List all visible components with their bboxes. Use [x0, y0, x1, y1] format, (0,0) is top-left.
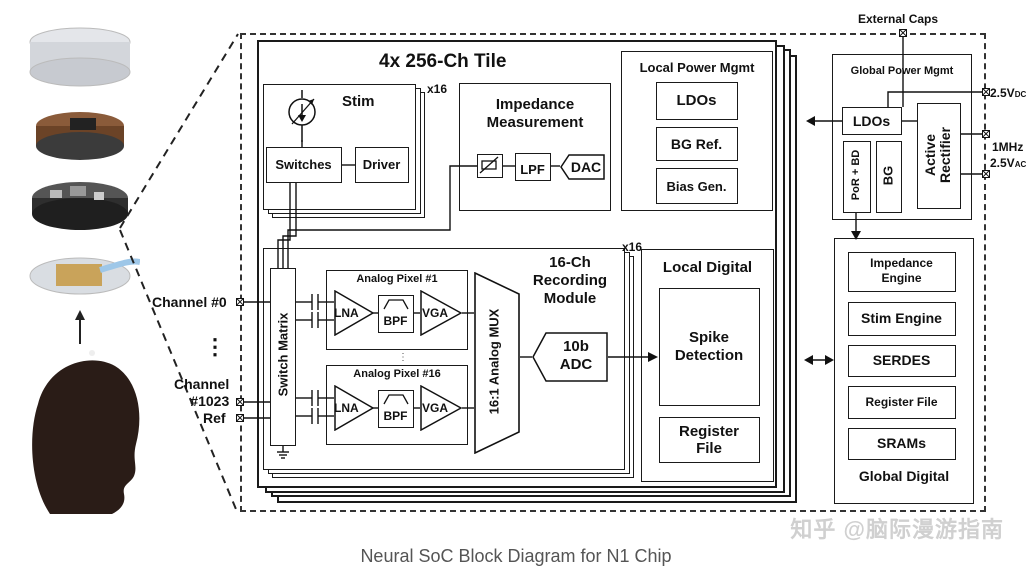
srams-block: SRAMs [848, 428, 956, 460]
global-ldos-label: LDOs [852, 113, 891, 129]
global-register-file-label: Register File [865, 395, 938, 409]
bandpass-icon [383, 299, 409, 310]
local-digital-title: Local Digital [662, 259, 753, 276]
lna-label-1: LNA [334, 306, 359, 320]
local-power-mgmt-title: Local Power Mgmt [639, 60, 755, 75]
spike-detection-label: Spike Detection [674, 329, 744, 364]
stim-title: Stim [342, 93, 375, 110]
stim-engine-label: Stim Engine [861, 310, 942, 326]
vac-value: 2.5V [990, 156, 1015, 170]
channel-1023-port [236, 398, 244, 406]
vdc-port [982, 88, 990, 96]
chip-boundary [240, 33, 986, 512]
vga-label-16: VGA [422, 401, 449, 415]
local-register-file-block: Register File [659, 417, 760, 463]
channel-dots: ⋮ [204, 334, 226, 359]
bpf-label-1: BPF [383, 314, 408, 328]
impedance-measurement-box: Impedance Measurement [459, 83, 611, 211]
bandpass-icon [383, 394, 409, 405]
vdc-label: 2.5VDC [990, 86, 1026, 100]
variable-resistor-icon [479, 156, 499, 174]
global-power-mgmt-title: Global Power Mgmt [850, 65, 954, 77]
ref-label: Ref [203, 410, 226, 426]
local-ldos-label: LDOs [676, 92, 717, 109]
switch-matrix-block: Switch Matrix [270, 268, 296, 446]
impedance-measurement-title: Impedance Measurement [486, 96, 584, 131]
stim-engine-block: Stim Engine [848, 302, 956, 336]
ac-port-2 [982, 170, 990, 178]
freq-label: 1MHz [992, 140, 1024, 154]
dac-label: DAC [570, 159, 602, 175]
bpf-label-16: BPF [383, 409, 408, 423]
lna-amplifier-1: LNA [334, 289, 375, 337]
ref-port [236, 414, 244, 422]
bias-gen-block: Bias Gen. [656, 168, 738, 204]
variable-resistor-block [477, 154, 503, 178]
impedance-engine-block: Impedance Engine [848, 252, 956, 292]
channel-1023-label: Channel #1023 [174, 376, 230, 409]
lpf-block: LPF [515, 153, 551, 181]
active-rectifier-block: Active Rectifier [917, 103, 961, 209]
bias-gen-label: Bias Gen. [666, 179, 727, 194]
channel-0-label: Channel #0 [152, 294, 227, 310]
recording-module-title: 16-Ch Recording Module [532, 254, 608, 307]
vga-label-1: VGA [422, 306, 449, 320]
adc-block: 10b ADC [532, 332, 608, 382]
switches-label: Switches [275, 157, 332, 172]
local-register-file-label: Register File [678, 423, 740, 457]
serdes-block: SERDES [848, 345, 956, 377]
bpf-block-1: BPF [378, 295, 414, 333]
analog-pixel-16-title: Analog Pixel #16 [353, 368, 441, 380]
analog-mux-block: 16:1 Analog MUX [474, 271, 520, 455]
implant-stack-illustration [29, 27, 140, 514]
vac-label: 2.5VAC [990, 156, 1026, 170]
bg-ref-block: BG Ref. [656, 127, 738, 161]
channel-0-port [236, 298, 244, 306]
vdc-unit: DC [1014, 90, 1027, 99]
local-ldos-block: LDOs [656, 82, 738, 120]
current-source-icon [288, 90, 316, 142]
driver-block: Driver [355, 147, 409, 183]
spike-detection-block: Spike Detection [659, 288, 760, 406]
external-caps-port [899, 29, 907, 37]
recording-multiplier: x16 [622, 240, 643, 254]
ac-port-1 [982, 130, 990, 138]
lna-amplifier-16: LNA [334, 384, 375, 432]
tile-title: 4x 256-Ch Tile [379, 51, 507, 72]
lna-label-16: LNA [334, 401, 359, 415]
global-ldos-block: LDOs [842, 107, 902, 135]
driver-label: Driver [362, 157, 401, 172]
svg-text:⋮: ⋮ [398, 352, 408, 363]
global-digital-title: Global Digital [858, 468, 950, 484]
vdc-value: 2.5V [990, 86, 1015, 100]
lpf-label: LPF [520, 162, 545, 177]
global-register-file-block: Register File [848, 386, 956, 419]
adc-label: 10b ADC [559, 338, 593, 373]
analog-pixel-1-title: Analog Pixel #1 [356, 273, 438, 285]
vga-amplifier-16: VGA [420, 384, 463, 432]
stim-multiplier: x16 [427, 82, 448, 96]
zoom-lines [119, 33, 239, 515]
bg-block: BG [876, 141, 902, 213]
figure-caption: Neural SoC Block Diagram for N1 Chip [360, 546, 672, 566]
switches-block: Switches [266, 147, 342, 183]
por-bd-block: PoR + BD [843, 141, 871, 213]
external-caps-label: External Caps [858, 12, 939, 26]
srams-label: SRAMs [876, 435, 926, 451]
vga-amplifier-1: VGA [420, 289, 463, 337]
vac-unit: AC [1014, 160, 1027, 169]
dac-block: DAC [560, 154, 605, 180]
bg-ref-label: BG Ref. [670, 136, 723, 152]
bpf-block-16: BPF [378, 390, 414, 428]
impedance-engine-label: Impedance Engine [870, 256, 933, 285]
serdes-label: SERDES [872, 352, 931, 368]
watermark: 知乎 @脑际漫游指南 [790, 517, 1004, 542]
